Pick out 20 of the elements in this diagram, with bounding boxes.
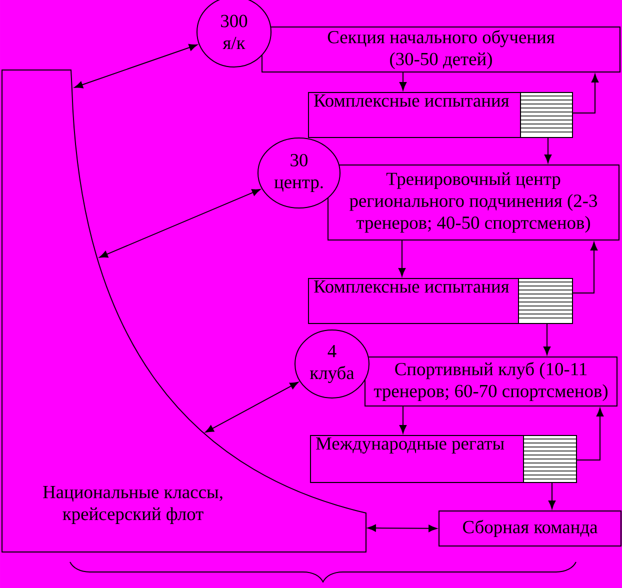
process-box: Спортивный клуб (10-11 тренеров; 60-70 спортсменов) [364,356,618,406]
arrow [576,408,604,460]
double-arrow [205,382,298,433]
arrow [572,242,598,294]
process-box: Тренировочный центр регионального подчинения (2-3 тренеров; 40-50 спортсменов) [328,164,620,240]
hatched-panel [518,278,574,324]
hatched-panel [522,435,578,483]
double-arrow [74,44,198,88]
double-arrow [367,524,438,532]
double-arrow [99,188,261,258]
arrow [544,138,552,164]
arrow [572,74,599,114]
process-box: Сборная команда [438,510,622,546]
arrow [548,482,556,510]
arrow [398,240,406,277]
hatched-panel [520,92,574,138]
arrow [543,324,551,356]
arrow [399,72,407,91]
process-box: Секция начального обучения (30-50 детей) [262,26,620,72]
arrow [399,406,407,434]
